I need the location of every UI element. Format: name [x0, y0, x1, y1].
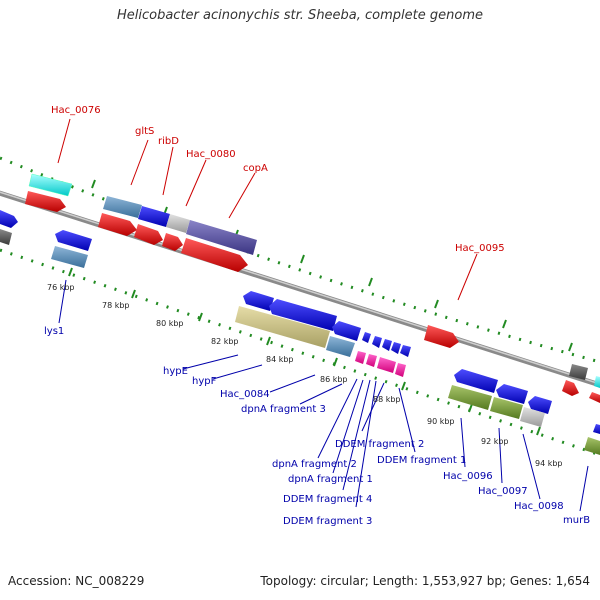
inner-dotted-ruler [0, 248, 600, 457]
forward-label-leaders [57, 118, 478, 301]
tick-label: 90 kbp [427, 417, 455, 426]
accession-text: Accession: NC_008229 [8, 574, 145, 588]
gene-label-ddem-fragment-1[interactable]: DDEM fragment 1 [377, 455, 466, 466]
gene-label-ddem-fragment-4[interactable]: DDEM fragment 4 [283, 494, 372, 505]
reverse-gene-labels: lys1 hypE hypF Hac_0084 dpnA fragment 3 … [44, 326, 590, 527]
gene-label-hac0076[interactable]: Hac_0076 [51, 105, 101, 116]
gene-label-lys1[interactable]: lys1 [44, 326, 64, 337]
gene-hac0080-bar [186, 220, 257, 255]
gene-copA [181, 238, 248, 272]
gene-label-dpnA-fragment-2[interactable]: dpnA fragment 2 [272, 459, 357, 470]
gene-pink-3 [377, 357, 396, 373]
gene-hac0098-gray [520, 407, 545, 427]
gene-label-ribD[interactable]: ribD [158, 136, 179, 147]
tick-label: 80 kbp [156, 319, 184, 328]
gene-hac0076-bar [25, 191, 66, 212]
gene-pink-1 [355, 351, 366, 364]
gene-red-1 [98, 213, 137, 236]
gene-hac0076-top [28, 173, 73, 197]
tick-label: 82 kbp [211, 337, 239, 346]
gene-label-murB[interactable]: murB [563, 515, 590, 526]
gene-hac0084-steel [326, 336, 355, 357]
tick-label: 76 kbp [47, 283, 75, 292]
gene-red-2 [134, 224, 163, 245]
tick-label: 88 kbp [373, 395, 401, 404]
gene-label-gltS[interactable]: gltS [135, 126, 154, 137]
scale-tick-labels: 76 kbp 78 kbp 80 kbp 82 kbp 84 kbp 86 kb… [47, 283, 563, 468]
gene-label-hac0097[interactable]: Hac_0097 [478, 486, 528, 497]
gene-hypE-blue [243, 291, 274, 311]
topology-text: Topology: circular; Length: 1,553,927 bp… [260, 574, 590, 588]
gene-dpnA-blue-4 [391, 342, 401, 354]
genome-backbone [0, 190, 600, 388]
gene-hac0096-olive [448, 385, 492, 410]
gene-right-red2 [589, 392, 600, 403]
gene-dpnA-blue-3 [382, 339, 392, 351]
gene-dpnA-blue-2 [372, 336, 382, 348]
gene-hypF-blue [269, 299, 337, 331]
gene-hypE-khaki [235, 306, 330, 348]
gene-hac0098-blue [528, 396, 552, 414]
gene-dpnA-blue-1 [362, 332, 371, 343]
outer-dotted-ruler [0, 156, 600, 364]
gene-hac0096-blue [454, 369, 498, 393]
tick-label: 94 kbp [535, 459, 563, 468]
gene-right-dark [569, 364, 588, 380]
gene-label-hac0098[interactable]: Hac_0098 [514, 501, 564, 512]
map-title: Helicobacter acinonychis str. Sheeba, co… [116, 8, 483, 23]
gene-label-hac0096[interactable]: Hac_0096 [443, 471, 493, 482]
gene-label-ddem-fragment-3[interactable]: DDEM fragment 3 [283, 516, 372, 527]
gene-pink-4 [395, 363, 406, 377]
gene-label-hypF[interactable]: hypF [192, 376, 217, 387]
gene-gltS-bar [103, 196, 142, 218]
tick-label: 92 kbp [481, 437, 509, 446]
tick-label: 86 kbp [320, 375, 348, 384]
gene-murB-olive [584, 437, 600, 455]
gene-small-left-blue [0, 210, 18, 228]
gene-lys1-blue [55, 230, 92, 251]
gene-red-3 [162, 233, 183, 251]
gene-label-ddem-fragment-2[interactable]: DDEM fragment 2 [335, 439, 424, 450]
gene-label-dpnA-fragment-1[interactable]: dpnA fragment 1 [288, 474, 373, 485]
gene-murB-blue [593, 424, 600, 434]
gene-hac0097-olive [490, 397, 523, 419]
gene-hac0097-blue [496, 384, 528, 404]
gene-label-hypE[interactable]: hypE [163, 366, 188, 377]
gene-hac0095 [424, 325, 459, 348]
gene-ribD-bar [138, 206, 170, 227]
gene-label-hac0080[interactable]: Hac_0080 [186, 149, 236, 160]
gene-small-left-dark [0, 229, 12, 245]
gene-label-copA[interactable]: copA [243, 163, 268, 174]
tick-label: 78 kbp [102, 301, 130, 310]
gene-gray-bar [166, 214, 190, 233]
tick-label: 84 kbp [266, 355, 294, 364]
forward-gene-labels: Hac_0076 gltS ribD Hac_0080 copA Hac_009… [51, 105, 505, 254]
gene-label-hac0084[interactable]: Hac_0084 [220, 389, 270, 400]
reverse-label-leaders [58, 279, 589, 512]
gene-right-cyan [594, 376, 600, 388]
gene-blue-mid [332, 321, 361, 341]
gene-right-red [562, 380, 579, 396]
inner-ruler-ticks [68, 267, 541, 436]
gene-dpnA-blue-5 [400, 345, 411, 357]
gene-label-hac0095[interactable]: Hac_0095 [455, 243, 505, 254]
reverse-genes [51, 230, 600, 455]
gene-pink-2 [366, 354, 377, 367]
forward-genes [0, 173, 600, 403]
gene-lys1-steel [51, 246, 88, 268]
gene-label-dpnA-fragment-3[interactable]: dpnA fragment 3 [241, 404, 326, 415]
